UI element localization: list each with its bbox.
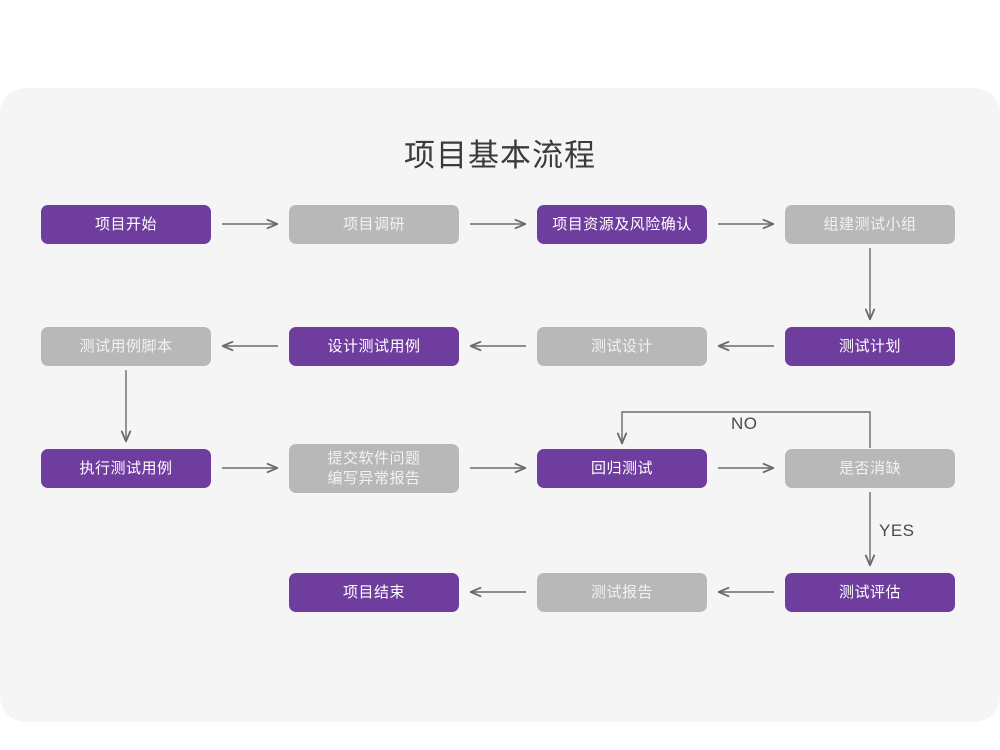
node-regression-test[interactable]: 回归测试 — [537, 449, 707, 488]
node-test-report[interactable]: 测试报告 — [537, 573, 707, 612]
node-test-evaluation[interactable]: 测试评估 — [785, 573, 955, 612]
node-design-test-case[interactable]: 设计测试用例 — [289, 327, 459, 366]
node-project-research[interactable]: 项目调研 — [289, 205, 459, 244]
node-submit-issue-report[interactable]: 提交软件问题 编写异常报告 — [289, 444, 459, 493]
node-project-end[interactable]: 项目结束 — [289, 573, 459, 612]
node-execute-test-case[interactable]: 执行测试用例 — [41, 449, 211, 488]
node-test-plan[interactable]: 测试计划 — [785, 327, 955, 366]
page-title: 项目基本流程 — [404, 138, 596, 173]
node-test-case-script[interactable]: 测试用例脚本 — [41, 327, 211, 366]
node-form-test-team[interactable]: 组建测试小组 — [785, 205, 955, 244]
edge-label-no: NO — [731, 414, 758, 433]
node-defect-resolved-decision[interactable]: 是否消缺 — [785, 449, 955, 488]
node-resource-risk-confirm[interactable]: 项目资源及风险确认 — [537, 205, 707, 244]
node-project-start[interactable]: 项目开始 — [41, 205, 211, 244]
node-test-design[interactable]: 测试设计 — [537, 327, 707, 366]
edge-label-yes: YES — [879, 521, 915, 540]
diagram-panel — [0, 88, 1000, 722]
